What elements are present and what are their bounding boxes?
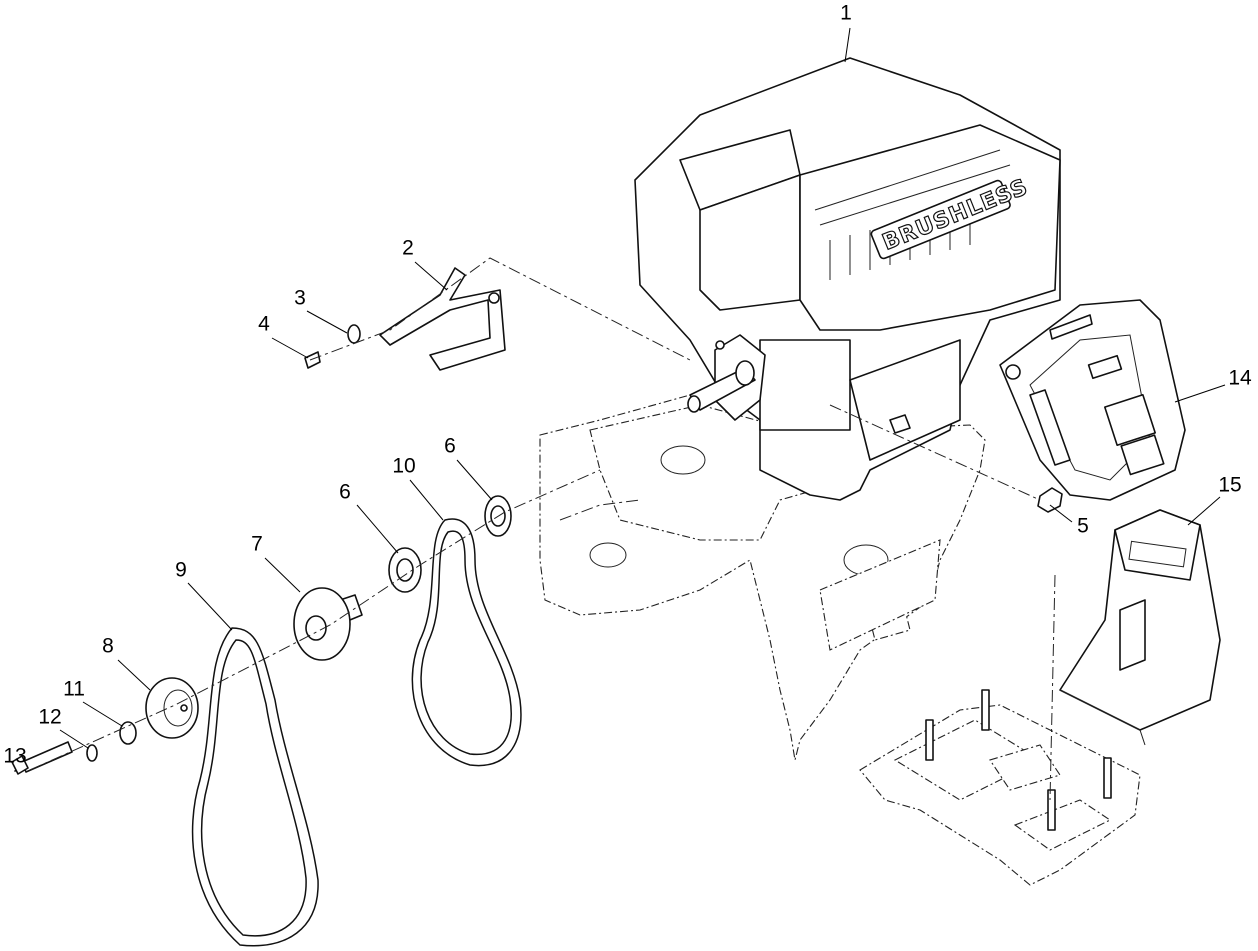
- belt-10: [411, 518, 522, 767]
- callout-9: 9: [175, 559, 187, 582]
- callout-6b: 6: [339, 481, 351, 504]
- callout-1: 1: [840, 2, 852, 25]
- belt-9: [191, 627, 319, 947]
- callout-2: 2: [402, 237, 414, 260]
- callout-3: 3: [294, 287, 306, 310]
- hardware-parts: [11, 267, 1063, 775]
- callout-11: 11: [63, 678, 85, 701]
- callout-15: 15: [1218, 474, 1241, 497]
- assembly-lines: [29, 257, 1056, 801]
- callout-7: 7: [251, 533, 263, 556]
- callout-12: 12: [38, 706, 61, 729]
- brushless-motor: BRUSHLESS: [634, 57, 1061, 501]
- callout-labels: 1 2 3 4 5 6 6 7 8 9 10 11 12 13 14 15: [3, 2, 1252, 768]
- callout-leaders: [14, 27, 1226, 772]
- callout-4: 4: [258, 313, 270, 336]
- callout-8: 8: [102, 635, 114, 658]
- callout-14: 14: [1228, 367, 1252, 390]
- lower-mount-plate: [859, 689, 1141, 886]
- callout-5: 5: [1077, 515, 1089, 538]
- drive-belts: [191, 518, 522, 947]
- callout-13: 13: [3, 745, 26, 768]
- battery-charger: [1059, 509, 1221, 746]
- callout-6a: 6: [444, 435, 456, 458]
- callout-10: 10: [392, 455, 415, 478]
- battery-pack: [999, 299, 1186, 501]
